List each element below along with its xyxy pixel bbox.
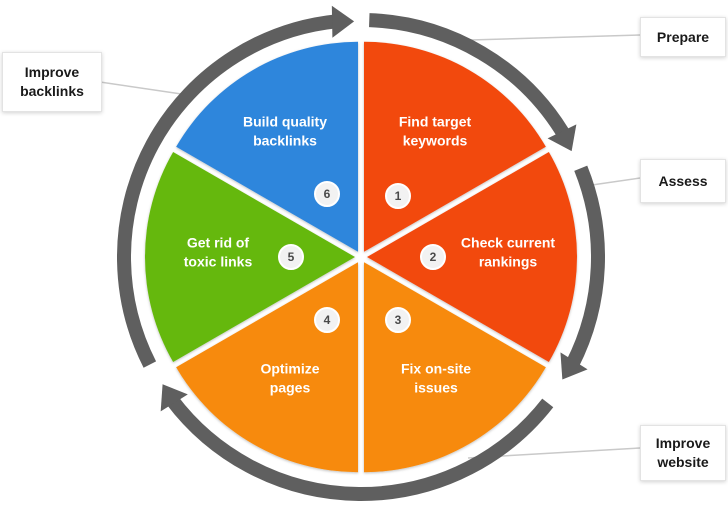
arrow-improve-backlinks (117, 14, 337, 368)
step-badge-4 (314, 307, 340, 333)
arrow-improve-website (166, 395, 554, 501)
pie-segment-2 (367, 152, 577, 362)
step-badges: 1 2 3 4 5 6 (278, 181, 446, 333)
pie-segment-6 (176, 41, 358, 252)
step-number-3: 3 (395, 313, 402, 327)
step-badge-3 (385, 307, 411, 333)
phase-callout-improve-website: Improve website (640, 425, 726, 481)
pie-segment-5 (145, 152, 355, 362)
arrow-assess-head (560, 352, 588, 380)
callout-connectors (99, 34, 641, 459)
arrow-improve-website-head (160, 384, 188, 412)
connector-improve-backlinks (99, 81, 196, 97)
step-badge-6 (314, 181, 340, 207)
pie-segment-4 (176, 262, 358, 473)
arrow-prepare-head (547, 124, 577, 152)
arrow-assess (565, 165, 605, 368)
phase-callout-prepare: Prepare (640, 17, 726, 57)
step-badge-5 (278, 244, 304, 270)
step-number-4: 4 (324, 313, 331, 327)
arrow-improve-backlinks-head (331, 5, 355, 38)
step-number-1: 1 (395, 189, 402, 203)
cycle-arrows (117, 5, 605, 501)
step-number-6: 6 (324, 187, 331, 201)
step-badge-1 (385, 183, 411, 209)
arrow-prepare (369, 13, 571, 139)
step-number-2: 2 (430, 250, 437, 264)
connector-assess (584, 177, 641, 187)
phase-callout-assess: Assess (640, 159, 726, 203)
phase-callout-improve-backlinks: Improve backlinks (2, 52, 102, 112)
step-number-5: 5 (288, 250, 295, 264)
step-badge-2 (420, 244, 446, 270)
connector-prepare (469, 34, 641, 41)
